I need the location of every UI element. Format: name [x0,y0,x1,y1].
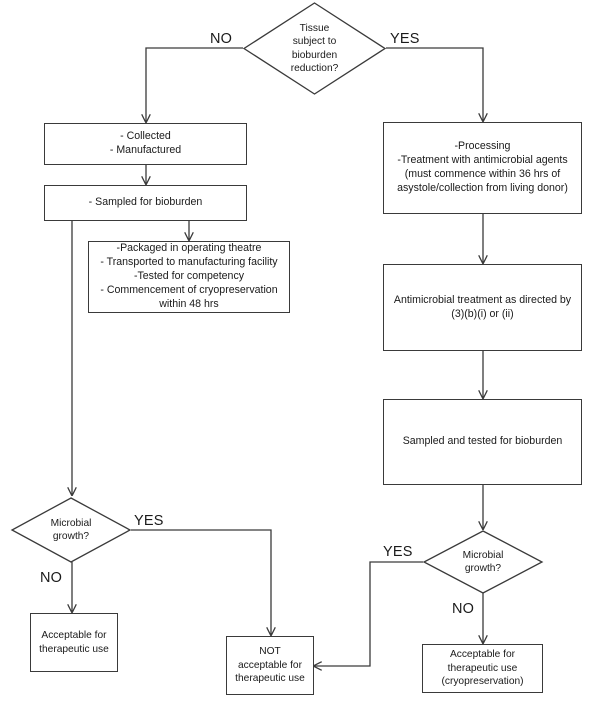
edge-label-top-yes: YES [390,31,420,47]
node-acceptable-left-text: Acceptable for therapeutic use [39,630,109,655]
node-acceptable-cryopreservation-text: Acceptable for therapeutic use (cryopres… [441,649,524,688]
node-not-acceptable-text: NOT acceptable for therapeutic use [235,646,305,685]
decision-bioburden-reduction-label: Tissue subject to bioburden reduction? [290,23,339,74]
edge-label-left-no: NO [40,570,63,586]
node-sampled-and-tested: Sampled and tested for bioburden [383,399,582,485]
node-acceptable-cryopreservation: Acceptable for therapeutic use (cryopres… [422,644,543,693]
node-packaged-transported-text: -Packaged in operating theatre - Transpo… [100,242,278,310]
decision-bioburden-reduction: Tissue subject to bioburden reduction? [242,2,387,95]
decision-microbial-growth-left: Microbial growth? [10,497,132,563]
node-antimicrobial-treatment-text: Antimicrobial treatment as directed by (… [393,293,572,320]
edge-label-left-yes: YES [134,513,164,529]
node-processing-treatment-text: -Processing -Treatment with antimicrobia… [397,140,568,194]
edge-label-right-yes: YES [383,544,413,560]
node-sampled-for-bioburden-text: - Sampled for bioburden [88,196,203,209]
node-acceptable-left: Acceptable for therapeutic use [30,613,118,672]
decision-microbial-growth-right: Microbial growth? [422,530,544,594]
edge-label-right-no: NO [452,601,475,617]
node-collected-manufactured-text: - Collected - Manufactured [109,130,182,156]
node-collected-manufactured: - Collected - Manufactured [44,123,247,165]
node-not-acceptable: NOT acceptable for therapeutic use [226,636,314,695]
edge-label-top-no: NO [210,31,233,47]
decision-microbial-growth-left-label: Microbial growth? [50,517,92,542]
decision-microbial-growth-right-label: Microbial growth? [462,549,504,574]
node-sampled-and-tested-text: Sampled and tested for bioburden [402,435,563,448]
node-packaged-transported: -Packaged in operating theatre - Transpo… [88,241,290,313]
node-antimicrobial-treatment: Antimicrobial treatment as directed by (… [383,264,582,351]
node-processing-treatment: -Processing -Treatment with antimicrobia… [383,122,582,214]
node-sampled-for-bioburden: - Sampled for bioburden [44,185,247,221]
